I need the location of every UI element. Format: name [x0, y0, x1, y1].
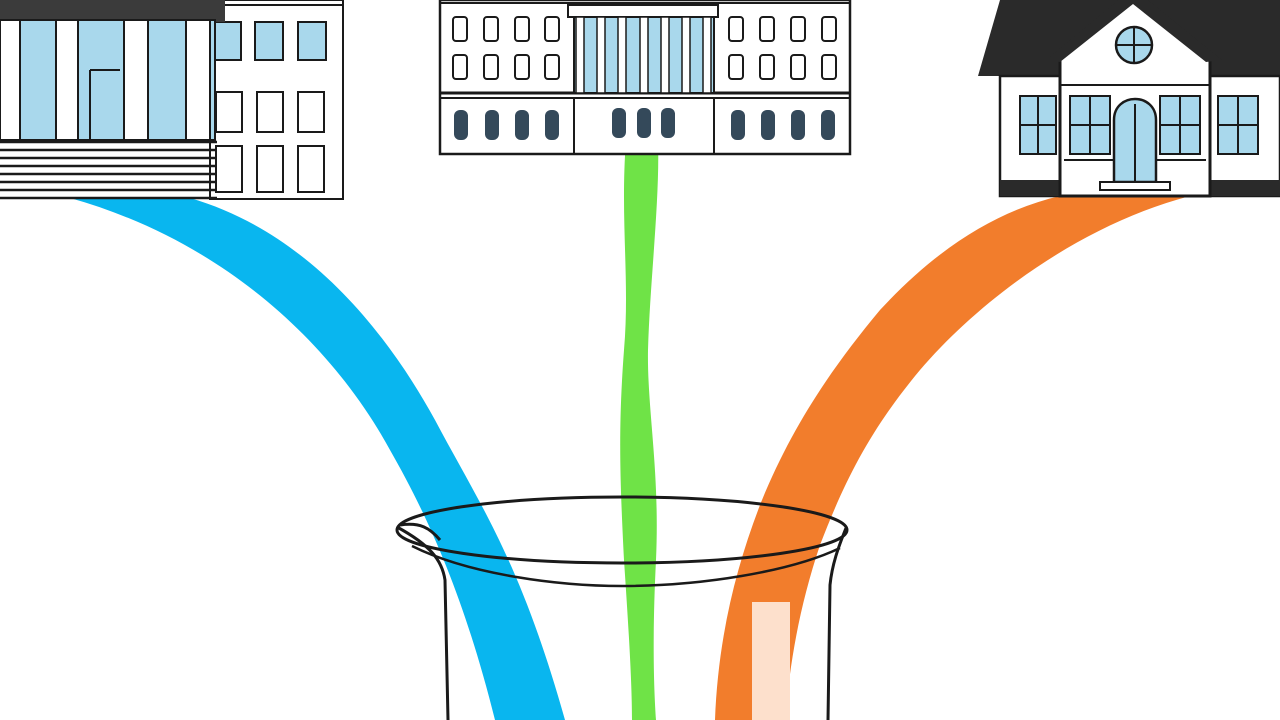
beaker-rim: [395, 495, 849, 565]
beaker-icon: [395, 495, 849, 720]
streams: [70, 140, 1190, 720]
columned-building-icon: [0, 0, 344, 200]
beaker-inner-rim: [411, 544, 841, 588]
beaker-highlight: [752, 602, 790, 720]
beaker-spout: [399, 522, 442, 541]
government-building-icon: [438, 0, 852, 156]
blue-stream: [70, 198, 565, 720]
beaker-right-wall: [826, 527, 848, 720]
green-stream: [620, 140, 659, 720]
beaker-left-wall: [396, 525, 450, 720]
house-icon: [978, 0, 1280, 198]
